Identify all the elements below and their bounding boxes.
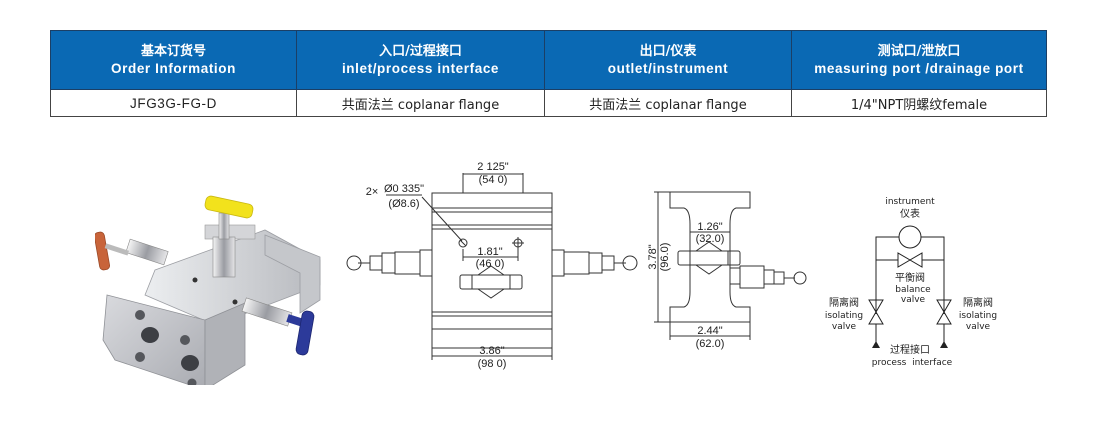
hole-count: 2× — [366, 186, 379, 198]
header-order-information: 基本订货号 Order Information — [50, 30, 297, 90]
table-row: JFG3G-FG-D 共面法兰 coplanar flange 共面法兰 cop… — [50, 89, 1047, 117]
right-handle — [622, 255, 638, 271]
port-hole — [141, 327, 159, 343]
top-valve-body — [212, 236, 236, 278]
isolating-left-en2: valve — [832, 322, 857, 332]
cell-measuring-port: 1/4"NPT阴螺纹female — [791, 89, 1047, 117]
dim-neck-width-mm: (32.0) — [696, 233, 725, 245]
dim-neck-width: 1.26" — [697, 221, 722, 233]
mount-hole-left — [458, 238, 468, 248]
manifold-photo — [95, 195, 321, 385]
process-port-left — [872, 341, 880, 348]
hole-diameter-mm: (Ø8.6) — [388, 198, 419, 210]
dim-body-width-mm: (98 0) — [478, 358, 507, 370]
balance-valve-symbol — [897, 252, 911, 268]
spec-table: 基本订货号 Order Information 入口/过程接口 inlet/proc… — [50, 30, 1047, 117]
table-header-row: 基本订货号 Order Information 入口/过程接口 inlet/proc… — [50, 30, 1047, 90]
header-en: measuring port /drainage port — [814, 61, 1024, 76]
blue-handle — [295, 310, 315, 356]
right-isolating-valve-symbol — [936, 299, 952, 313]
dim-body-width: 3.86" — [479, 345, 504, 357]
isolating-right-en1: isolating — [959, 311, 997, 321]
header-en: Order Information — [111, 61, 236, 76]
dim-height-mm: (96.0) — [659, 243, 671, 272]
dim-top-width-mm: (54 0) — [479, 174, 508, 186]
orange-handle — [95, 231, 110, 271]
balance-valve-en2: valve — [901, 295, 926, 305]
port-hole — [181, 355, 199, 371]
front-body — [431, 192, 553, 349]
dim-hole-spacing-mm: (46 0) — [476, 258, 505, 270]
process-interface-en: process interface — [872, 358, 953, 368]
dim-hole-spacing: 1.81" — [477, 246, 502, 258]
rear-plate — [264, 234, 321, 314]
header-inlet: 入口/过程接口 inlet/process interface — [296, 30, 545, 90]
bolt-hole — [135, 352, 145, 362]
header-measuring-port: 测试口/泄放口 measuring port /drainage port — [791, 30, 1047, 90]
instrument-symbol — [898, 225, 922, 249]
isolating-right-zh: 隔离阀 — [963, 296, 993, 309]
header-en: outlet/instrument — [607, 61, 729, 76]
process-interface-zh: 过程接口 — [890, 343, 930, 356]
dim-top-width: 2 125" — [477, 161, 509, 173]
yellow-handle — [204, 195, 254, 219]
dim-base-width-mm: (62.0) — [696, 338, 725, 350]
front-view-drawing: 2 125" (54 0) 2× Ø0 335" (Ø8.6) 1.81" (4… — [346, 161, 638, 370]
hole-diameter: Ø0 335" — [384, 183, 424, 195]
instrument-label-en: instrument — [885, 197, 935, 207]
valve-schematic: instrument 仪表 平衡阀 balance valve 隔离阀 isol… — [825, 197, 997, 368]
bolt-hole — [180, 335, 190, 345]
header-zh: 测试口/泄放口 — [877, 44, 961, 59]
header-zh: 入口/过程接口 — [379, 44, 462, 59]
process-port-right — [940, 341, 948, 348]
balance-valve-en1: balance — [895, 285, 931, 295]
isolating-left-zh: 隔离阀 — [829, 296, 859, 309]
dim-height: 3.78" — [647, 244, 659, 269]
cell-order-code: JFG3G-FG-D — [50, 89, 297, 117]
left-handle — [346, 255, 362, 271]
left-valve-body — [125, 238, 169, 266]
side-view-drawing: 1.26" (32.0) 3.78" (96.0) 2.44" (62.0) — [647, 191, 807, 350]
bolt-hole — [187, 378, 197, 385]
balance-valve-zh: 平衡阀 — [895, 271, 925, 284]
dim-base-width: 2.44" — [697, 325, 722, 337]
header-outlet: 出口/仪表 outlet/instrument — [544, 30, 792, 90]
isolating-right-en2: valve — [966, 322, 991, 332]
side-body — [669, 191, 751, 323]
bolt-hole — [135, 310, 145, 320]
left-isolating-valve-symbol — [868, 299, 884, 313]
header-zh: 基本订货号 — [140, 44, 206, 59]
header-zh: 出口/仪表 — [639, 44, 697, 59]
header-en: inlet/process interface — [341, 61, 500, 76]
isolating-left-en1: isolating — [825, 311, 863, 321]
side-handle — [793, 271, 807, 285]
cell-outlet: 共面法兰 coplanar flange — [544, 89, 792, 117]
instrument-label-zh: 仪表 — [900, 207, 920, 220]
cell-inlet: 共面法兰 coplanar flange — [296, 89, 545, 117]
